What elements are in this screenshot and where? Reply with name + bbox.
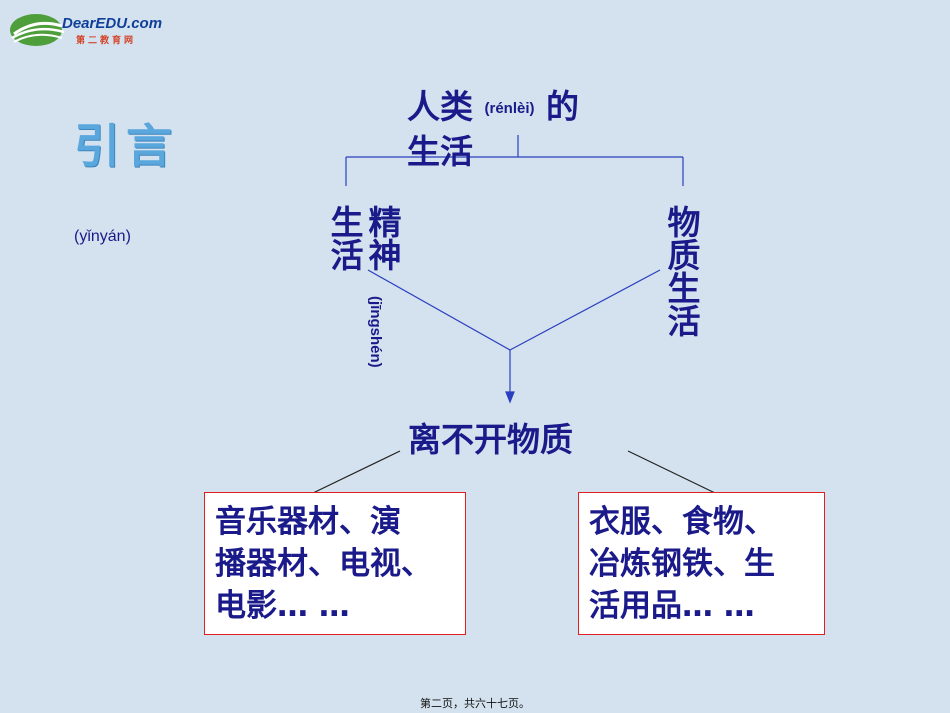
box-left-line: 播器材、电视、 [215, 546, 432, 582]
box-left-line: 电影… … [215, 588, 350, 624]
spiritual-pinyin: (jīngshén) [367, 296, 384, 368]
spiritual-life-word: 生活 [325, 205, 364, 271]
box-right-line: 冶炼钢铁、生 [589, 546, 775, 582]
conclusion-node: 离不开物质 [408, 420, 573, 459]
page-footer: 第二页，共六十七页。 [420, 697, 530, 710]
box-right-line: 活用品… … [589, 588, 755, 624]
logo-tagline: 第二教育网 [76, 36, 137, 46]
root-word-people: 人类 [407, 87, 473, 126]
material-examples-box: 衣服、食物、 冶炼钢铁、生 活用品… … [578, 492, 825, 635]
root-node-line1: 人类 (rénlèi) 的 [407, 80, 579, 128]
spiritual-examples-box: 音乐器材、演 播器材、电视、 电影… … [204, 492, 466, 635]
spiritual-word: 精神 [363, 205, 402, 271]
material-life-node: 物质生活 [662, 205, 701, 337]
root-word-de: 的 [546, 87, 580, 126]
title-pinyin: (yǐnyán) [74, 228, 131, 245]
logo-brand: DearEDU.com [62, 15, 163, 32]
slide-title: 引言 [74, 119, 178, 173]
root-node-line2: 生活 [407, 132, 473, 171]
box-left-line: 音乐器材、演 [215, 504, 401, 540]
box-right-line: 衣服、食物、 [589, 504, 775, 540]
logo-mark [10, 14, 65, 46]
root-pinyin: (rénlèi) [484, 100, 535, 117]
